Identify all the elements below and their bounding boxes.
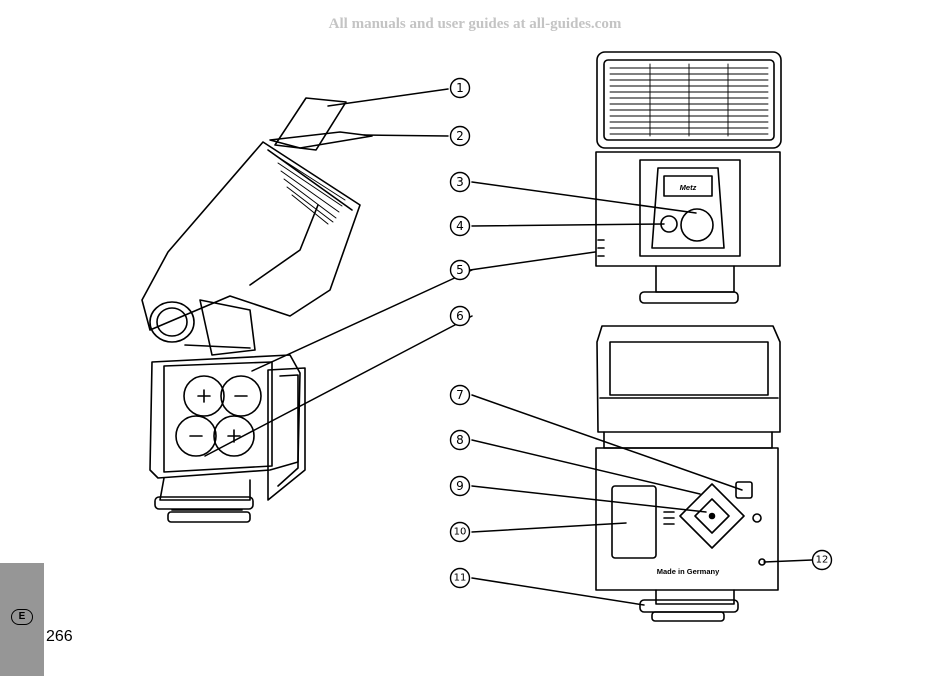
battery-2 [220, 375, 262, 417]
callout-11: 11 [449, 567, 471, 589]
front-fresnel-lens [609, 63, 769, 137]
callout-12-number: 12 [816, 555, 829, 566]
callout-6: 6 [449, 305, 471, 327]
page-number: 266 [46, 628, 73, 645]
callout-3-number: 3 [456, 175, 464, 189]
leader-lines [204, 88, 813, 606]
battery-4 [213, 415, 255, 457]
watermark-text: All manuals and user guides at all-guide… [328, 16, 622, 32]
callout-4: 4 [449, 215, 471, 237]
battery-1 [183, 375, 225, 417]
callout-12: 12 [811, 549, 833, 571]
battery-slot-cover [611, 485, 657, 559]
battery-compartment [149, 354, 301, 479]
battery-door [267, 367, 306, 501]
af-measuring-beam [680, 208, 714, 242]
front-head-housing [596, 51, 782, 149]
fresnel-lens [274, 154, 346, 225]
setting-indicator [752, 513, 762, 523]
callout-9: 9 [449, 475, 471, 497]
rear-head-housing [596, 325, 781, 433]
front-view-flash-unit [595, 51, 782, 304]
callout-10: 10 [449, 521, 471, 543]
on-off-switch [735, 481, 753, 499]
battery-3 [175, 415, 217, 457]
swivel-joint [149, 301, 195, 343]
callout-5: 5 [449, 259, 471, 281]
brand-logo: Metz [680, 183, 697, 192]
callout-7: 7 [449, 384, 471, 406]
flash-head-body [141, 141, 361, 331]
rear-view-flash-unit [595, 325, 781, 622]
callout-1: 1 [449, 77, 471, 99]
brand-badge [663, 175, 713, 197]
callout-5-number: 5 [456, 263, 464, 277]
callout-3: 3 [449, 171, 471, 193]
callout-2: 2 [449, 125, 471, 147]
rear-mounting-foot [639, 599, 739, 613]
side-view-flash-unit [141, 97, 373, 523]
callout-9-number: 9 [456, 479, 464, 493]
callout-11-number: 11 [454, 573, 467, 584]
callout-6-number: 6 [456, 309, 464, 323]
callout-1-number: 1 [456, 81, 464, 95]
rear-body [595, 447, 779, 591]
side-tab [0, 563, 44, 676]
callout-markers: 1 2 3 4 5 6 7 8 9 10 11 12 [449, 77, 833, 589]
language-badge: E [11, 609, 33, 625]
callout-7-number: 7 [456, 388, 464, 402]
front-body [595, 151, 781, 267]
mounting-foot [154, 496, 254, 510]
callout-8-number: 8 [456, 433, 464, 447]
callout-4-number: 4 [456, 219, 464, 233]
callout-2-number: 2 [456, 129, 464, 143]
front-mounting-foot [639, 291, 739, 304]
made-in-germany-label: Made in Germany [657, 567, 720, 576]
control-dial [679, 483, 745, 549]
callout-8: 8 [449, 429, 471, 451]
callout-10-number: 10 [454, 527, 467, 538]
wide-angle-diffuser [269, 131, 373, 149]
